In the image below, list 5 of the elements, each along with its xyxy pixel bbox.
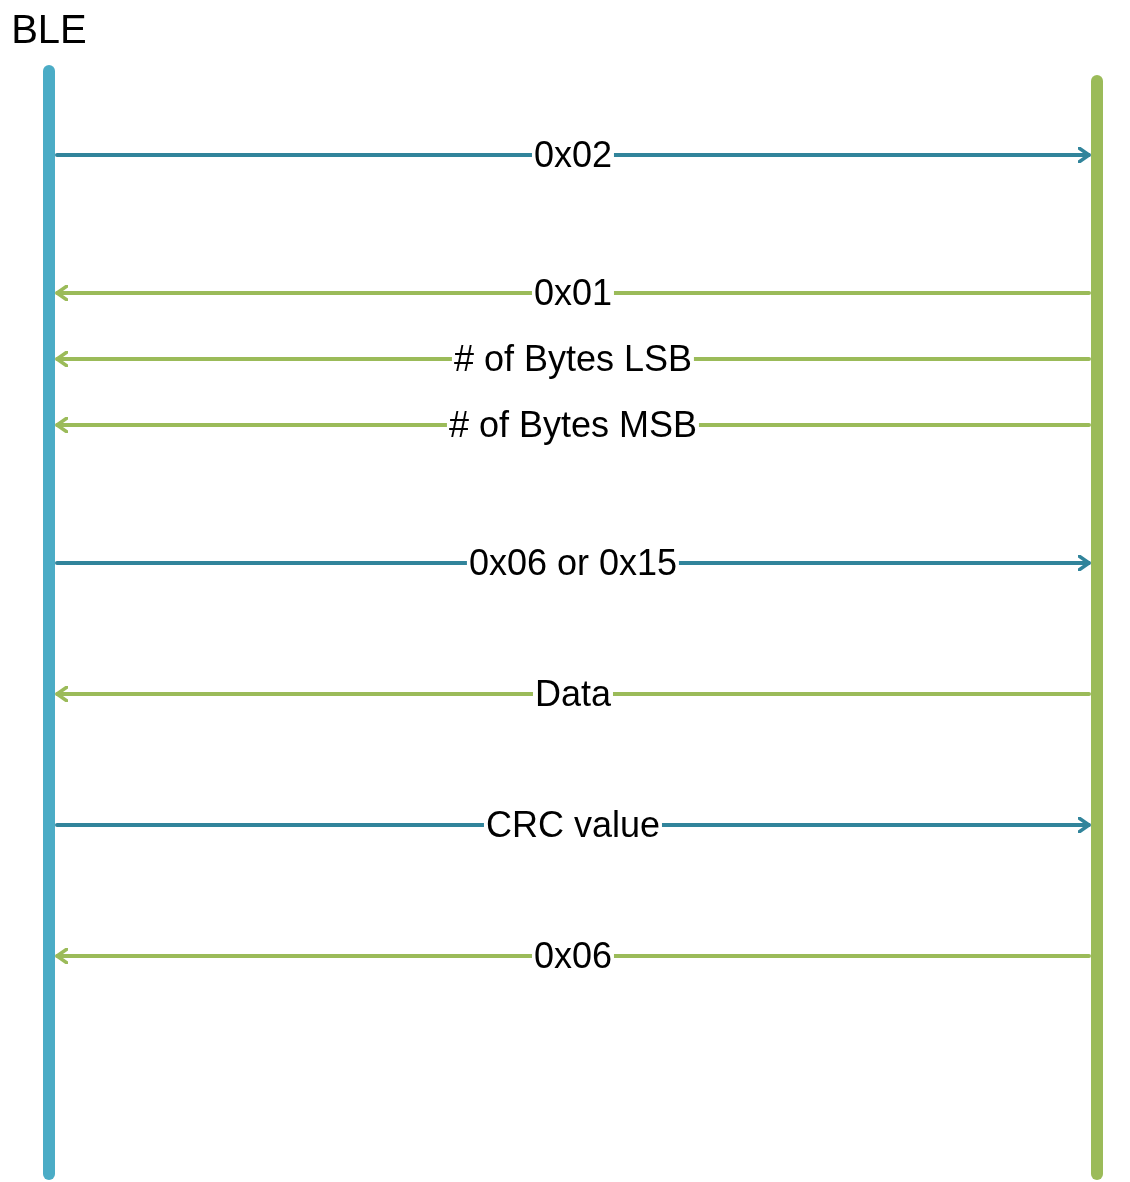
message-arrow [55, 146, 1091, 164]
message-arrow [55, 284, 1091, 302]
message-arrow [55, 947, 1091, 965]
lifeline-label: BLE [11, 6, 87, 53]
message-arrow [55, 685, 1091, 703]
